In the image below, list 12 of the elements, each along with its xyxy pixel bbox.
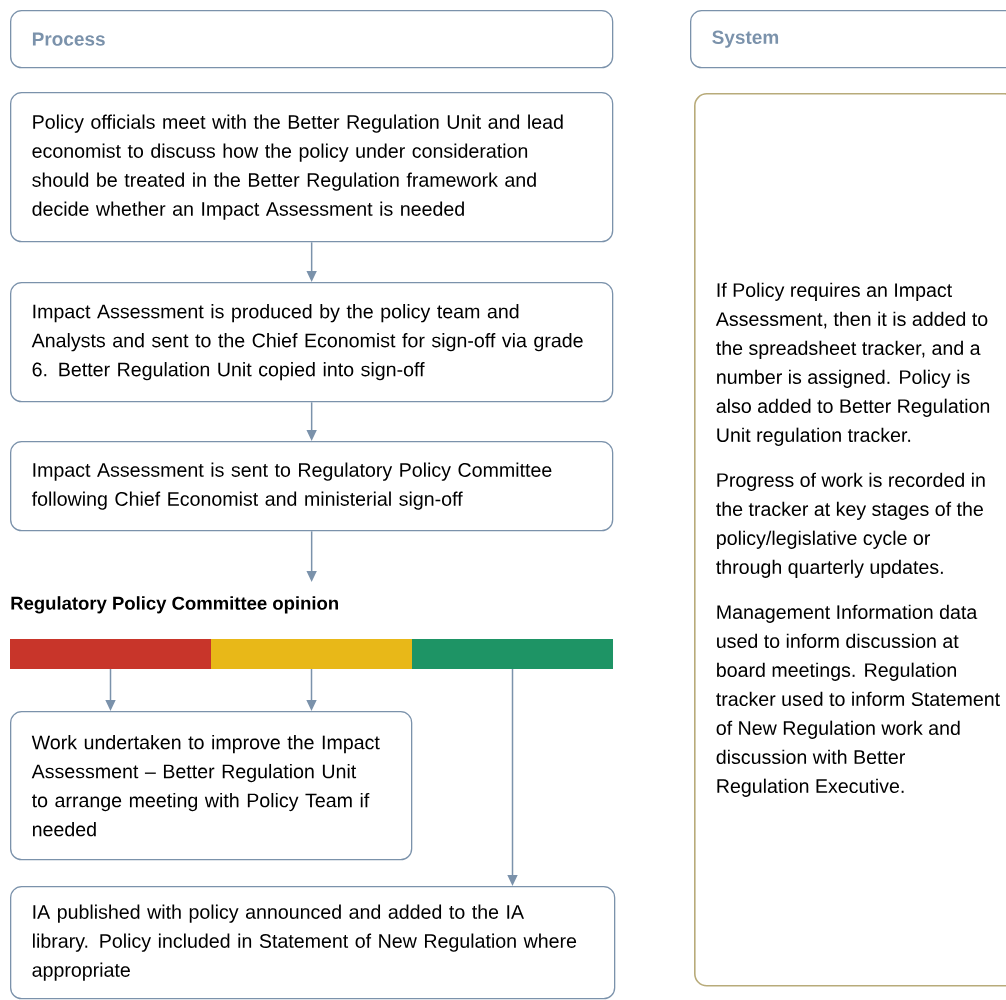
process-box: Work undertaken to improve the Impact Assessment – Better Regulation Unit to arrange meeting with Policy Team if needed bbox=[10, 711, 413, 861]
process-box: Impact Assessment is produced by the policy team and Analysts and sent to the Chief Economist for sign-off via grade 6. Better Regulation Unit copied into sign-off bbox=[10, 282, 614, 403]
rating-bar bbox=[211, 639, 412, 669]
process-box: Impact Assessment is sent to Regulatory Policy Committee following Chief Economist and ministerial sign-off bbox=[10, 441, 614, 532]
rating-bar bbox=[412, 639, 613, 669]
rating-bar bbox=[10, 639, 211, 669]
section-heading: Regulatory Policy Committee opinion bbox=[11, 596, 338, 614]
process-box: Policy officials meet with the Better Regulation Unit and lead economist to discuss how the policy under consideration should be treated in the Better Regulation framework and decide whether an Impact Assessment is needed bbox=[10, 92, 614, 243]
system-box: If Policy requires an Impact Assessment, then it is added to the spreadsheet tracker, and a number is assigned. Policy is also added to Better Regulation Unit regulation tracker. Progress of work is recorded in the tracker at key stages of the policy/legislative cycle or through quarterly updates. Management Information data used to inform discussion at board meetings. Regulation tracker used to inform Statement of New Regulation work and discussion with Better Regulation Executive. bbox=[694, 93, 1006, 987]
process-box: IA published with policy announced and added to the IA library. Policy included in Statement of New Regulation where appropriate bbox=[10, 886, 616, 1000]
header-box: Process bbox=[10, 10, 614, 69]
header-box: System bbox=[690, 10, 1006, 69]
